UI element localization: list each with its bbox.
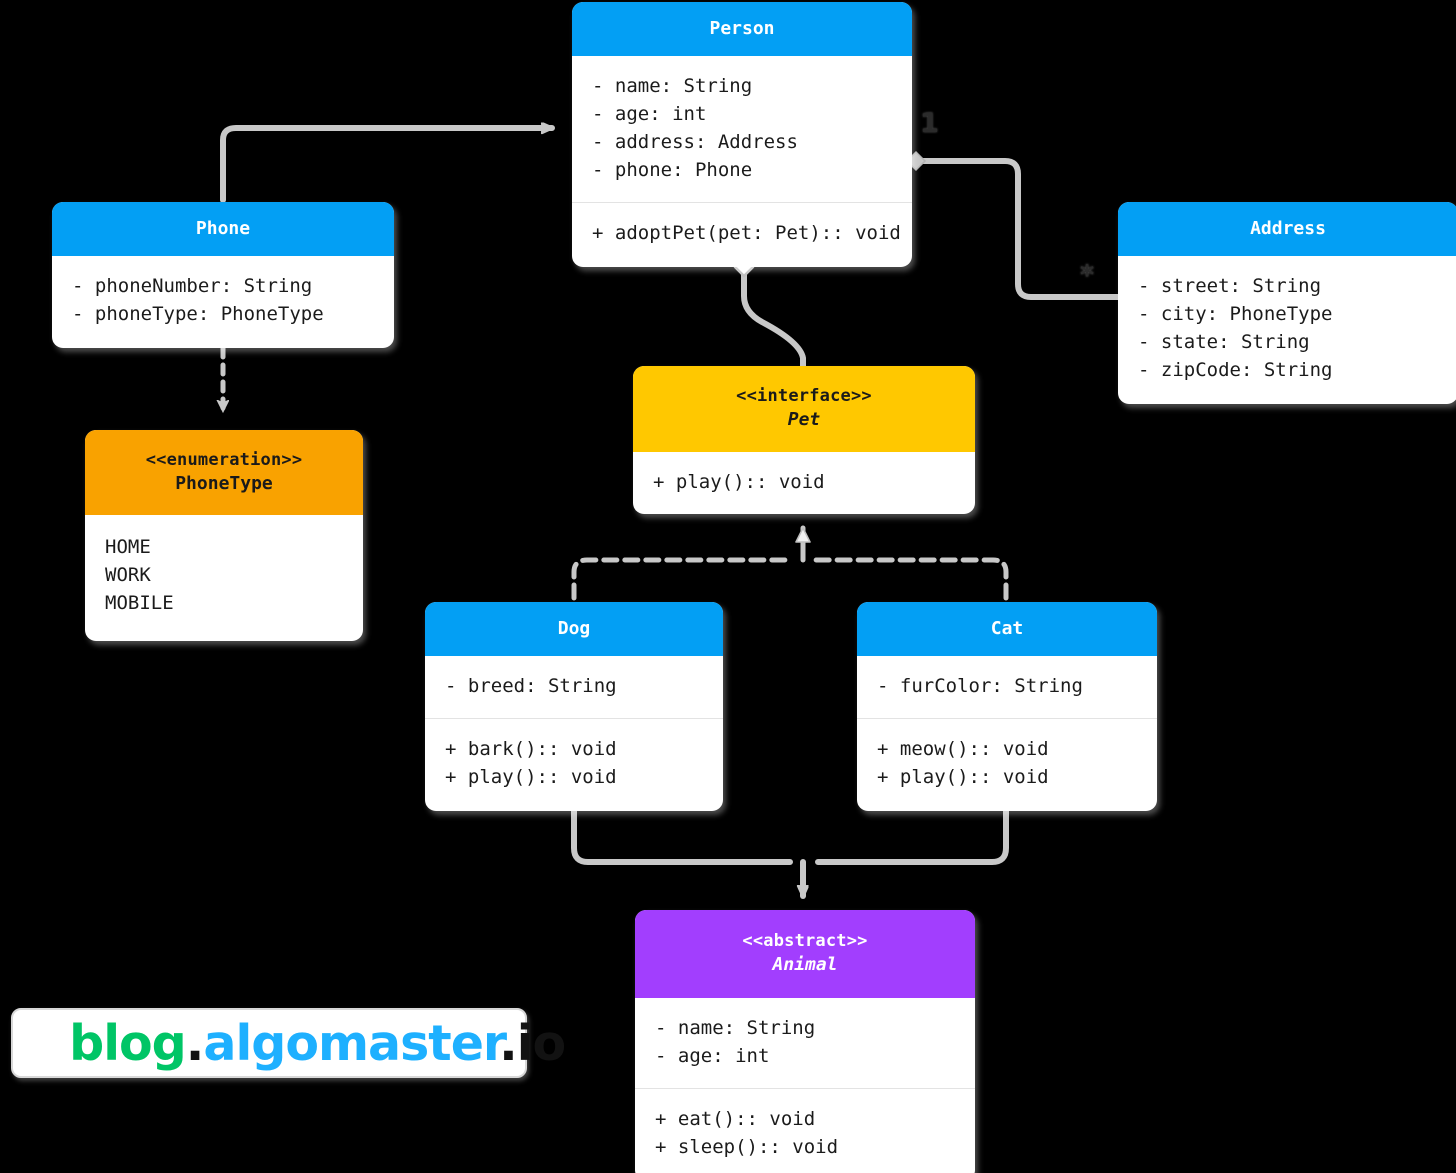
- method-row: + sleep():: void: [655, 1136, 839, 1158]
- method-row: + meow():: void: [877, 738, 1049, 760]
- watermark-blog: blog: [69, 1014, 187, 1072]
- methods-compartment-dog: + bark():: void + play():: void: [425, 718, 723, 811]
- multiplicity-person-address-one: 1: [920, 108, 939, 139]
- attributes-compartment-person: - name: String - age: int - address: Add…: [572, 56, 912, 202]
- enum-value-row: HOME: [105, 536, 151, 558]
- method-row: + bark():: void: [445, 738, 617, 760]
- methods-compartment-pet: + play():: void: [633, 452, 975, 514]
- attributes-compartment-cat: - furColor: String: [857, 656, 1157, 718]
- stereotype-label-animal: <<abstract>>: [742, 931, 868, 952]
- watermark-dot-2: .: [499, 1014, 518, 1072]
- class-node-person[interactable]: Person - name: String - age: int - addre…: [572, 2, 912, 267]
- class-node-address[interactable]: Address - street: String - city: PhoneTy…: [1118, 202, 1456, 404]
- method-row: + play():: void: [445, 766, 617, 788]
- values-compartment-phonetype: HOME WORK MOBILE: [85, 515, 363, 641]
- class-title-cat: Cat: [990, 617, 1024, 639]
- class-header-phone: Phone: [52, 202, 394, 256]
- attribute-row: - phone: Phone: [592, 159, 753, 181]
- attribute-row: - phoneNumber: String: [72, 275, 313, 297]
- enumeration-title-phonetype: PhoneType: [175, 472, 273, 494]
- attribute-row: - state: String: [1138, 331, 1310, 353]
- methods-compartment-cat: + meow():: void + play():: void: [857, 718, 1157, 811]
- watermark-algomaster: algomaster: [203, 1014, 500, 1072]
- watermark-io: io: [516, 1014, 566, 1072]
- attribute-row: - name: String: [655, 1017, 816, 1039]
- method-row: + play():: void: [653, 471, 825, 493]
- attribute-row: - city: PhoneType: [1138, 303, 1333, 325]
- attribute-row: - breed: String: [445, 675, 617, 697]
- multiplicity-person-address-many: *: [1080, 260, 1095, 291]
- class-title-address: Address: [1250, 217, 1326, 239]
- enum-value-row: MOBILE: [105, 592, 174, 614]
- method-row: + adoptPet(pet: Pet):: void: [592, 222, 901, 244]
- edge-dog-extends-animal: [571, 807, 793, 865]
- edge-person-to-pet: [733, 256, 806, 371]
- method-row: + eat():: void: [655, 1108, 816, 1130]
- attribute-row: - street: String: [1138, 275, 1322, 297]
- stereotype-label-phonetype: <<enumeration>>: [145, 449, 303, 470]
- attribute-row: - age: int: [592, 103, 707, 125]
- edge-cat-realizes-pet: [795, 525, 1009, 601]
- interface-header-pet: <<interface>> Pet: [633, 366, 975, 452]
- attribute-row: - phoneType: PhoneType: [72, 303, 324, 325]
- class-header-cat: Cat: [857, 602, 1157, 656]
- stereotype-label-pet: <<interface>>: [736, 386, 872, 407]
- abstract-class-node-animal[interactable]: <<abstract>> Animal - name: String - age…: [635, 910, 975, 1173]
- attributes-compartment-animal: - name: String - age: int: [635, 998, 975, 1088]
- class-header-person: Person: [572, 2, 912, 56]
- class-node-cat[interactable]: Cat - furColor: String + meow():: void +…: [857, 602, 1157, 811]
- edge-phone-to-person: [220, 128, 555, 203]
- class-header-dog: Dog: [425, 602, 723, 656]
- site-watermark: blog.algomaster.io: [11, 1008, 566, 1078]
- methods-compartment-animal: + eat():: void + sleep():: void: [635, 1088, 975, 1173]
- edge-cat-extends-animal: [803, 807, 1009, 899]
- attribute-row: - zipCode: String: [1138, 359, 1333, 381]
- watermark-dot-1: .: [185, 1014, 205, 1072]
- interface-node-pet[interactable]: <<interface>> Pet + play():: void: [633, 366, 975, 514]
- class-title-phone: Phone: [195, 217, 251, 239]
- attribute-row: - furColor: String: [877, 675, 1083, 697]
- enumeration-node-phonetype[interactable]: <<enumeration>> PhoneType HOME WORK MOBI…: [85, 430, 363, 641]
- attributes-compartment-dog: - breed: String: [425, 656, 723, 718]
- attributes-compartment-phone: - phoneNumber: String - phoneType: Phone…: [52, 256, 394, 348]
- method-row: + play():: void: [877, 766, 1049, 788]
- interface-title-pet: Pet: [787, 409, 821, 431]
- attribute-row: - address: Address: [592, 131, 798, 153]
- class-title-person: Person: [709, 17, 775, 39]
- class-node-phone[interactable]: Phone - phoneNumber: String - phoneType:…: [52, 202, 394, 348]
- edge-dog-realizes-pet: [571, 557, 793, 601]
- attribute-row: - age: int: [655, 1045, 770, 1067]
- class-title-dog: Dog: [557, 617, 591, 639]
- attribute-row: - name: String: [592, 75, 753, 97]
- methods-compartment-person: + adoptPet(pet: Pet):: void: [572, 202, 912, 267]
- enumeration-header-phonetype: <<enumeration>> PhoneType: [85, 430, 363, 515]
- class-node-dog[interactable]: Dog - breed: String + bark():: void + pl…: [425, 602, 723, 811]
- abstract-title-animal: Animal: [772, 954, 838, 976]
- attributes-compartment-address: - street: String - city: PhoneType - sta…: [1118, 256, 1456, 404]
- enum-value-row: WORK: [105, 564, 151, 586]
- class-header-address: Address: [1118, 202, 1456, 256]
- abstract-header-animal: <<abstract>> Animal: [635, 910, 975, 998]
